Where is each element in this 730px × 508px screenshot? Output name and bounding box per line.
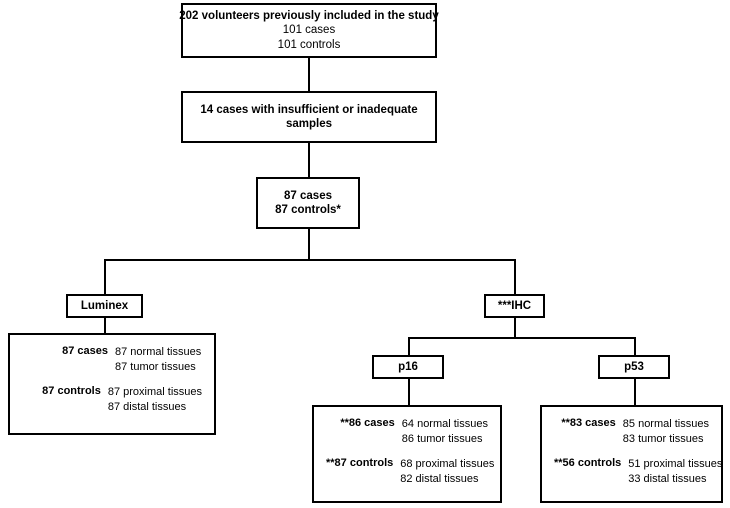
enrolled-line-2: 101 cases — [282, 24, 336, 37]
excluded-line-2: samples — [285, 118, 333, 130]
luminex-controls-value-2: 87 distal tissues — [107, 400, 187, 413]
luminex-cases-value-2: 87 tumor tissues — [115, 360, 196, 373]
connector-p53-to-detail — [634, 379, 636, 405]
enrolled-line-1: 202 volunteers previously included in th… — [179, 9, 439, 22]
excluded-line-1: 14 cases with insufficient or inadequate — [200, 103, 418, 116]
p53-controls-value-1: 51 proximal tissues — [628, 457, 723, 470]
connector-ihc-split-horizontal — [408, 337, 636, 339]
node-p53-label: p53 — [598, 355, 670, 379]
node-p16-detail: **86 cases 64 normal tissues 86 tumor ti… — [312, 405, 502, 503]
node-p16-label: p16 — [372, 355, 444, 379]
p16-controls-values: 68 proximal tissues 82 distal tissues — [400, 457, 494, 487]
p16-controls-value-2: 82 distal tissues — [400, 472, 479, 485]
node-excluded: 14 cases with insufficient or inadequate… — [181, 91, 437, 143]
p16-cases-value-1: 64 normal tissues — [401, 418, 488, 430]
node-p53-detail: **83 cases 85 normal tissues 83 tumor ti… — [540, 405, 723, 503]
luminex-controls-label: 87 controls — [42, 384, 101, 397]
connector-split-to-p16 — [408, 337, 410, 357]
connector-enrolled-to-excluded — [308, 57, 310, 93]
p53-controls-value-2: 33 distal tissues — [628, 472, 707, 485]
connector-excluded-to-included — [308, 142, 310, 179]
p53-label-text: p53 — [624, 360, 644, 373]
node-luminex-detail: 87 cases 87 normal tissues 87 tumor tiss… — [8, 333, 216, 435]
p16-detail-group-cases: **86 cases 64 normal tissues 86 tumor ti… — [326, 417, 488, 447]
connector-main-split-horizontal — [104, 259, 516, 261]
connector-split-to-ihc — [514, 259, 516, 295]
node-included: 87 cases 87 controls* — [256, 177, 360, 229]
p16-cases-values: 64 normal tissues 86 tumor tissues — [402, 417, 488, 447]
connector-split-to-luminex — [104, 259, 106, 295]
luminex-cases-values: 87 normal tissues 87 tumor tissues — [115, 345, 201, 375]
node-luminex-label: Luminex — [66, 294, 143, 318]
p53-cases-value-1: 85 normal tissues — [622, 418, 709, 430]
luminex-detail-group-cases: 87 cases 87 normal tissues 87 tumor tiss… — [22, 345, 202, 375]
p16-detail-group-controls: **87 controls 68 proximal tissues 82 dis… — [326, 456, 494, 487]
luminex-cases-value-1: 87 normal tissues — [115, 346, 202, 358]
luminex-controls-value-1: 87 proximal tissues — [107, 385, 202, 398]
enrolled-line-3: 101 controls — [277, 38, 341, 51]
included-line-1: 87 cases — [284, 189, 332, 202]
p53-cases-value-2: 83 tumor tissues — [622, 432, 704, 445]
p53-detail-group-cases: **83 cases 85 normal tissues 83 tumor ti… — [554, 417, 709, 447]
node-enrolled: 202 volunteers previously included in th… — [179, 3, 439, 58]
node-ihc-label: ***IHC — [484, 294, 545, 318]
luminex-controls-values: 87 proximal tissues 87 distal tissues — [108, 385, 202, 415]
p16-label-text: p16 — [398, 360, 418, 373]
p53-detail-group-controls: **56 controls 51 proximal tissues 33 dis… — [554, 456, 722, 487]
connector-split-to-p53 — [634, 337, 636, 357]
ihc-label-text: ***IHC — [497, 299, 532, 312]
connector-included-stem — [308, 228, 310, 261]
connector-ihc-stem — [514, 317, 516, 339]
p16-cases-value-2: 86 tumor tissues — [401, 432, 483, 445]
included-line-2: 87 controls* — [275, 204, 341, 216]
p16-controls-label: **87 controls — [326, 456, 394, 469]
luminex-detail-group-controls: 87 controls 87 proximal tissues 87 dista… — [22, 385, 202, 415]
p53-controls-label: **56 controls — [554, 456, 622, 469]
connector-luminex-to-detail — [104, 317, 106, 335]
p16-controls-value-1: 68 proximal tissues — [400, 457, 495, 470]
p53-controls-values: 51 proximal tissues 33 distal tissues — [628, 457, 722, 487]
p16-cases-label: **86 cases — [340, 417, 395, 429]
luminex-label-text: Luminex — [80, 299, 129, 312]
connector-p16-to-detail — [408, 379, 410, 405]
p53-cases-label: **83 cases — [561, 417, 616, 429]
luminex-cases-label: 87 cases — [62, 345, 108, 357]
p53-cases-values: 85 normal tissues 83 tumor tissues — [623, 417, 709, 447]
